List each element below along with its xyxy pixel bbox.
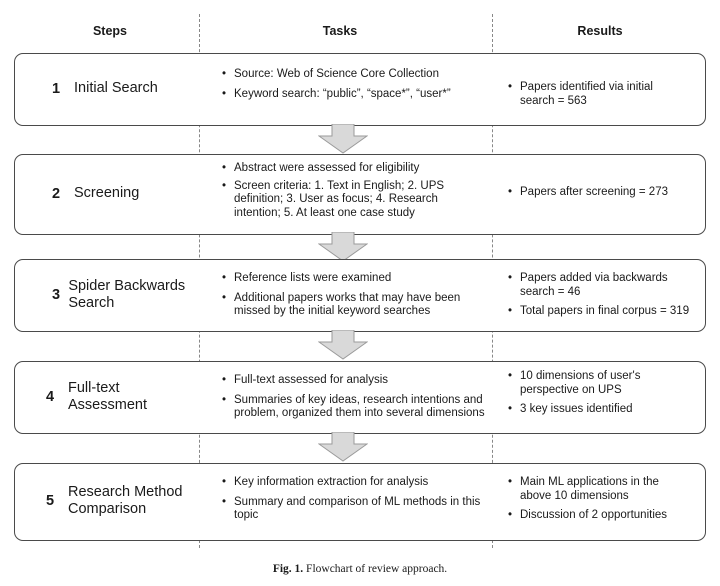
result-item: 3 key issues identified bbox=[508, 403, 688, 417]
step-name: Initial Search bbox=[74, 80, 158, 96]
task-item: Summary and comparison of ML methods in … bbox=[222, 496, 484, 523]
result-item: Papers added via backwards search = 46 bbox=[508, 272, 693, 299]
step-4-tasks: Full-text assessed for analysis Summarie… bbox=[222, 374, 488, 421]
task-item: Source: Web of Science Core Collection bbox=[222, 68, 478, 82]
step-number: 2 bbox=[52, 185, 61, 202]
step-1-label: 1 Initial Search bbox=[52, 53, 192, 124]
step-3-tasks: Reference lists were examined Additional… bbox=[222, 272, 484, 319]
step-3-results: Papers added via backwards search = 46 T… bbox=[508, 272, 693, 319]
result-item: 10 dimensions of user's perspective on U… bbox=[508, 370, 688, 397]
flow-arrow-icon bbox=[318, 330, 368, 360]
step-1-results: Papers identified via initial search = 5… bbox=[508, 81, 688, 108]
step-name: Research Method Comparison bbox=[68, 484, 183, 517]
task-item: Additional papers works that may have be… bbox=[222, 292, 484, 319]
caption-label: Fig. 1. bbox=[272, 563, 304, 575]
task-item: Full-text assessed for analysis bbox=[222, 374, 488, 388]
step-5-results: Main ML applications in the above 10 dim… bbox=[508, 476, 693, 523]
step-number: 1 bbox=[52, 80, 61, 97]
result-item: Papers after screening = 273 bbox=[508, 186, 688, 200]
step-number: 3 bbox=[52, 286, 61, 303]
flow-arrow-icon bbox=[318, 432, 368, 462]
step-name: Full-text Assessment bbox=[68, 379, 147, 413]
step-3-label: 3 Spider Backwards Search bbox=[52, 259, 192, 330]
step-2-label: 2 Screening bbox=[52, 154, 192, 233]
task-item: Summaries of key ideas, research intenti… bbox=[222, 394, 488, 421]
step-number: 4 bbox=[46, 388, 55, 405]
figure-caption: Fig. 1. Flowchart of review approach. bbox=[0, 563, 720, 575]
header-tasks: Tasks bbox=[322, 24, 358, 38]
step-5-tasks: Key information extraction for analysis … bbox=[222, 476, 484, 523]
result-item: Discussion of 2 opportunities bbox=[508, 509, 693, 523]
header-results: Results bbox=[577, 24, 623, 38]
step-2-results: Papers after screening = 273 bbox=[508, 186, 688, 200]
step-1-tasks: Source: Web of Science Core Collection K… bbox=[222, 68, 478, 101]
step-5-label: 5 Research Method Comparison bbox=[46, 463, 196, 539]
step-number: 5 bbox=[46, 493, 55, 509]
task-item: Key information extraction for analysis bbox=[222, 476, 484, 490]
flow-arrow-icon bbox=[318, 232, 368, 262]
task-item: Keyword search: “public”, “space*”, “use… bbox=[222, 88, 478, 102]
caption-text: Flowchart of review approach. bbox=[306, 563, 448, 575]
task-item: Screen criteria: 1. Text in English; 2. … bbox=[222, 180, 484, 221]
step-name: Screening bbox=[74, 185, 140, 201]
step-name: Spider Backwards Search bbox=[68, 277, 186, 311]
result-item: Papers identified via initial search = 5… bbox=[508, 81, 688, 108]
task-item: Reference lists were examined bbox=[222, 272, 484, 286]
header-steps: Steps bbox=[92, 24, 128, 38]
flow-arrow-icon bbox=[318, 124, 368, 154]
step-4-label: 4 Full-text Assessment bbox=[46, 361, 192, 432]
result-item: Total papers in final corpus = 319 bbox=[508, 305, 693, 319]
step-4-results: 10 dimensions of user's perspective on U… bbox=[508, 370, 688, 417]
step-2-tasks: Abstract were assessed for eligibility S… bbox=[222, 162, 484, 220]
task-item: Abstract were assessed for eligibility bbox=[222, 162, 484, 176]
result-item: Main ML applications in the above 10 dim… bbox=[508, 476, 693, 503]
